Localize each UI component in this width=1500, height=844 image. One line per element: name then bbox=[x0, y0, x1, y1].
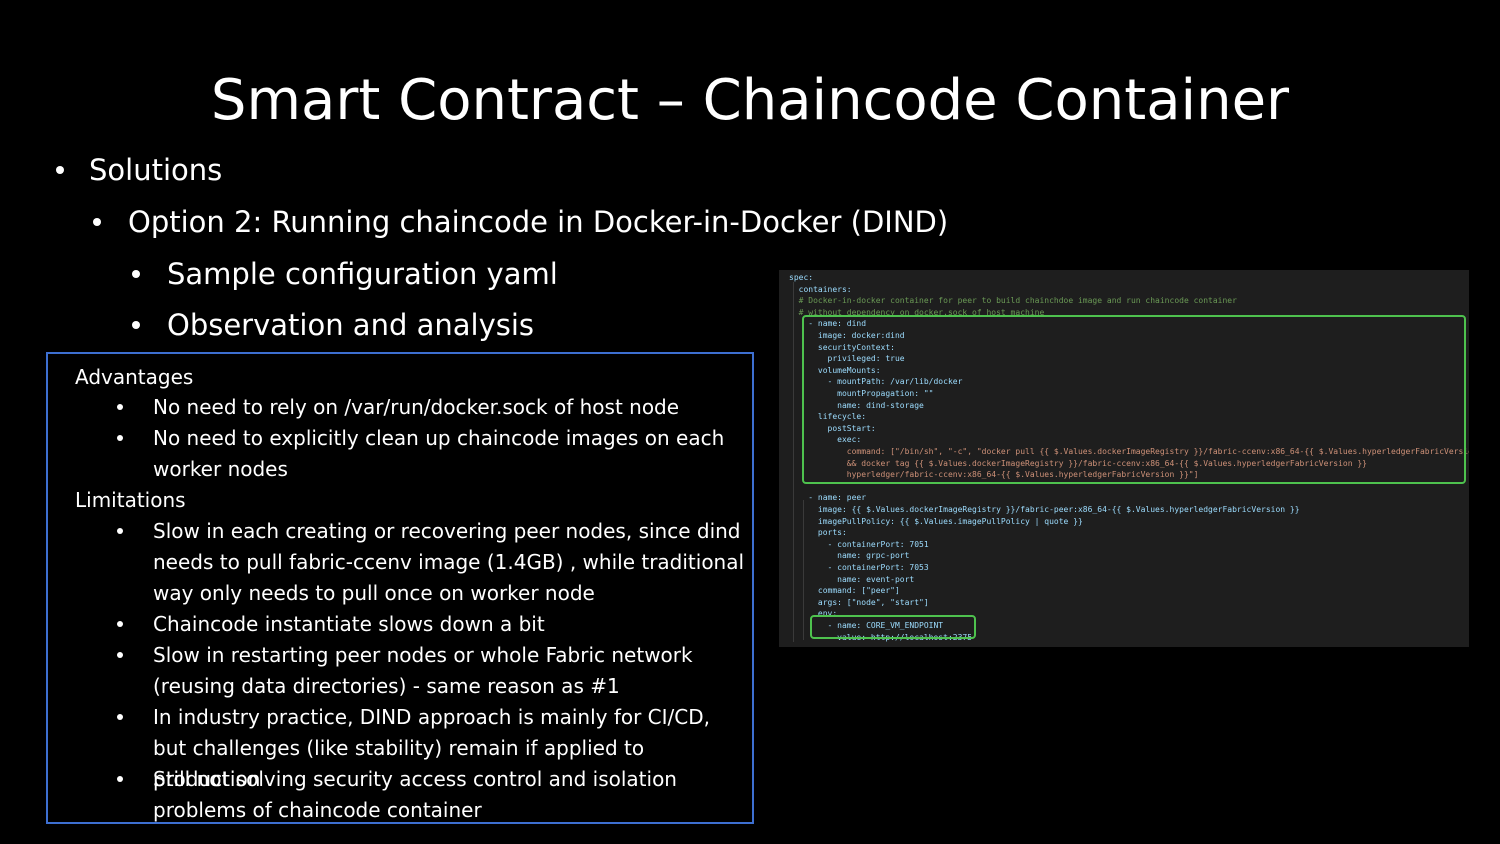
bullet-text: Solutions bbox=[89, 153, 223, 187]
bullet-dot-icon bbox=[117, 435, 123, 441]
code-comment-line: # Docker-in-docker container for peer to… bbox=[789, 296, 1237, 306]
bullet-text: Observation and analysis bbox=[167, 308, 535, 342]
code-line: hyperledger/fabric-ccenv:x86_64-{{ $.Val… bbox=[789, 470, 1199, 480]
code-line: && docker tag {{ $.Values.dockerImageReg… bbox=[789, 458, 1367, 468]
code-line: name: event-port bbox=[789, 574, 915, 584]
bullet-sample-config: Sample configuration yaml bbox=[132, 256, 558, 292]
code-line: - name: peer bbox=[789, 493, 867, 503]
code-line: volumeMounts: bbox=[789, 365, 881, 375]
limitation-text: Slow in each creating or recovering peer… bbox=[153, 519, 745, 605]
limitation-text: Chaincode instantiate slows down a bit bbox=[153, 612, 545, 636]
code-line: image: {{ $.Values.dockerImageRegistry }… bbox=[789, 505, 1300, 514]
code-line: args: ["node", "start"] bbox=[789, 597, 929, 607]
code-line: command: ["/bin/sh", "-c", "docker pull … bbox=[789, 447, 1469, 456]
code-comment-line: # without dependency on docker.sock of h… bbox=[789, 307, 1045, 317]
code-line: securityContext: bbox=[789, 342, 895, 352]
code-line: - containerPort: 7051 bbox=[789, 539, 929, 549]
advantage-text: No need to explicitly clean up chaincode… bbox=[153, 426, 725, 481]
bullet-dot-icon bbox=[117, 714, 123, 720]
advantage-item: No need to explicitly clean up chaincode… bbox=[117, 423, 748, 485]
bullet-dot-icon bbox=[93, 218, 101, 226]
bullet-text: Option 2: Running chaincode in Docker-in… bbox=[128, 205, 949, 239]
limitation-item: Slow in each creating or recovering peer… bbox=[117, 516, 748, 609]
code-line: exec: bbox=[789, 435, 862, 445]
code-line: lifecycle: bbox=[789, 412, 867, 422]
limitation-item: Slow in restarting peer nodes or whole F… bbox=[117, 640, 748, 702]
bullet-dot-icon bbox=[132, 321, 140, 329]
bullet-option-2: Option 2: Running chaincode in Docker-in… bbox=[93, 204, 949, 240]
bullet-dot-icon bbox=[117, 528, 123, 534]
code-line: privileged: true bbox=[789, 354, 905, 364]
code-line: - mountPath: /var/lib/docker bbox=[789, 377, 963, 387]
code-line: name: grpc-port bbox=[789, 551, 910, 561]
code-line: - name: dind bbox=[789, 319, 867, 329]
bullet-dot-icon bbox=[56, 166, 64, 174]
code-line: postStart: bbox=[789, 423, 876, 433]
limitations-heading: Limitations bbox=[75, 488, 186, 512]
bullet-text: Sample configuration yaml bbox=[167, 257, 558, 291]
indent-guide bbox=[793, 282, 794, 642]
code-line: spec: bbox=[789, 273, 814, 282]
code-line: ports: bbox=[789, 528, 847, 538]
yaml-code-screenshot: spec: containers: # Docker-in-docker con… bbox=[779, 270, 1469, 647]
limitation-item: In industry practice, DIND approach is m… bbox=[117, 702, 748, 795]
code-line: - name: CORE_VM_ENDPOINT bbox=[789, 621, 944, 630]
limitation-text: In industry practice, DIND approach is m… bbox=[153, 705, 711, 791]
advantage-item: No need to rely on /var/run/docker.sock … bbox=[117, 392, 748, 423]
analysis-box: Advantages No need to rely on /var/run/d… bbox=[46, 352, 754, 824]
code-line: mountPropagation: "" bbox=[789, 389, 934, 398]
advantages-heading: Advantages bbox=[75, 365, 194, 389]
code-line: image: docker:dind bbox=[789, 331, 905, 340]
code-line: containers: bbox=[789, 284, 852, 294]
code-line: imagePullPolicy: {{ $.Values.imagePullPo… bbox=[789, 516, 1083, 526]
bullet-dot-icon bbox=[117, 652, 123, 658]
advantage-text: No need to rely on /var/run/docker.sock … bbox=[153, 395, 680, 419]
code-line: command: ["peer"] bbox=[789, 586, 900, 596]
bullet-observation: Observation and analysis bbox=[132, 307, 535, 343]
limitation-text: Slow in restarting peer nodes or whole F… bbox=[153, 643, 693, 698]
bullet-dot-icon bbox=[117, 776, 123, 782]
indent-guide bbox=[803, 500, 804, 640]
code-line: - containerPort: 7053 bbox=[789, 563, 929, 572]
limitation-item: Chaincode instantiate slows down a bit bbox=[117, 609, 748, 640]
dind-container-highlight bbox=[802, 315, 1466, 484]
slide-title: Smart Contract – Chaincode Container bbox=[210, 68, 1290, 133]
code-line: env: bbox=[789, 609, 838, 619]
bullet-solutions: Solutions bbox=[56, 152, 223, 188]
limitation-item: Still not solving security access contro… bbox=[117, 764, 748, 826]
bullet-dot-icon bbox=[132, 270, 140, 278]
bullet-dot-icon bbox=[117, 621, 123, 627]
endpoint-highlight bbox=[810, 615, 976, 639]
code-line: name: dind-storage bbox=[789, 400, 924, 410]
limitation-text: Still not solving security access contro… bbox=[153, 767, 677, 822]
bullet-dot-icon bbox=[117, 404, 123, 410]
